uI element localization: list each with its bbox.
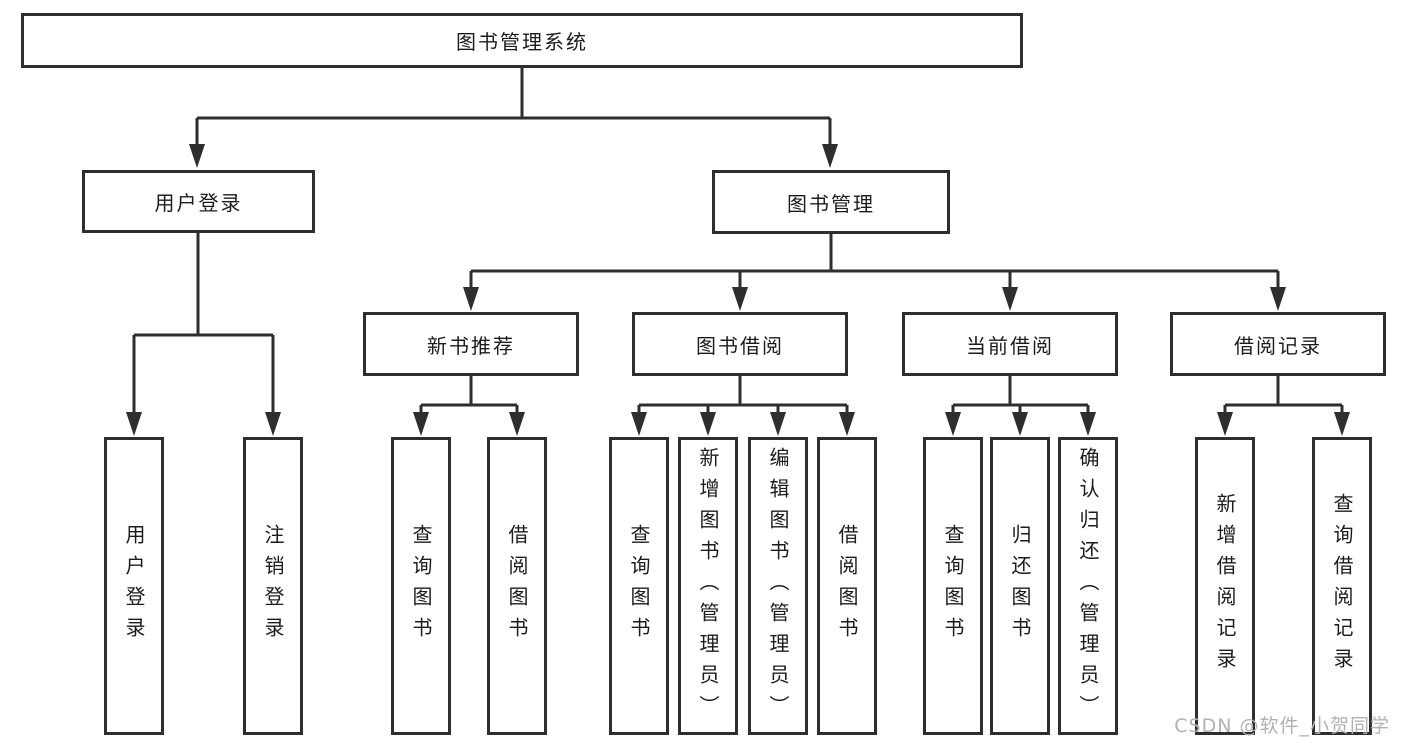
- arrowhead: [126, 412, 142, 436]
- arrowhead: [700, 412, 716, 436]
- csdn-watermark: CSDN @软件_小贺同学: [1174, 715, 1390, 737]
- connector-book-management-to-level3: [463, 234, 1286, 311]
- arrowhead: [1080, 412, 1096, 436]
- arrowhead: [1270, 287, 1286, 311]
- node-borrow-record: 借阅记录: [1170, 312, 1386, 376]
- arrowhead: [839, 412, 855, 436]
- arrowhead: [732, 287, 748, 311]
- arrowhead: [1002, 287, 1018, 311]
- leaf-record-add-record: 新增借阅记录: [1195, 437, 1255, 735]
- connector-root-to-level2: [189, 68, 838, 168]
- arrowhead: [463, 287, 479, 311]
- leaf-newbook-query-book: 查询图书: [391, 437, 451, 735]
- arrowhead: [770, 412, 786, 436]
- leaf-logout: 注销登录: [243, 437, 303, 735]
- arrowhead: [822, 144, 838, 168]
- arrowhead: [413, 412, 429, 436]
- node-user-login: 用户登录: [82, 170, 315, 233]
- arrowhead: [189, 144, 205, 168]
- arrowhead: [631, 412, 647, 436]
- arrowhead: [1334, 412, 1350, 436]
- arrowhead: [1012, 412, 1028, 436]
- leaf-borrow-borrow-book: 借阅图书: [817, 437, 877, 735]
- connector-book-borrow-to-leaves: [631, 376, 855, 436]
- arrowhead: [265, 412, 281, 436]
- arrowhead: [509, 412, 525, 436]
- node-root-system: 图书管理系统: [21, 13, 1023, 68]
- leaf-borrow-add-book-admin: 新增图书（管理员）: [678, 437, 738, 735]
- leaf-newbook-borrow-book: 借阅图书: [487, 437, 547, 735]
- node-book-management: 图书管理: [712, 170, 950, 234]
- node-new-book-recommend: 新书推荐: [363, 312, 579, 376]
- node-book-borrow: 图书借阅: [632, 312, 848, 376]
- connector-current-borrow-to-leaves: [945, 376, 1096, 436]
- connector-user-login-to-leaves: [126, 233, 281, 436]
- leaf-user-login: 用户登录: [104, 437, 164, 735]
- node-current-borrow: 当前借阅: [902, 312, 1118, 376]
- leaf-current-confirm-return-admin: 确认归还（管理员）: [1058, 437, 1118, 735]
- arrowhead: [945, 412, 961, 436]
- connector-new-book-to-leaves: [413, 376, 525, 436]
- leaf-borrow-query-book: 查询图书: [609, 437, 669, 735]
- leaf-current-return-book: 归还图书: [990, 437, 1050, 735]
- leaf-current-query-book: 查询图书: [923, 437, 983, 735]
- arrowhead: [1217, 412, 1233, 436]
- leaf-record-query-record: 查询借阅记录: [1312, 437, 1372, 735]
- connector-borrow-record-to-leaves: [1217, 376, 1350, 436]
- leaf-borrow-edit-book-admin: 编辑图书（管理员）: [748, 437, 808, 735]
